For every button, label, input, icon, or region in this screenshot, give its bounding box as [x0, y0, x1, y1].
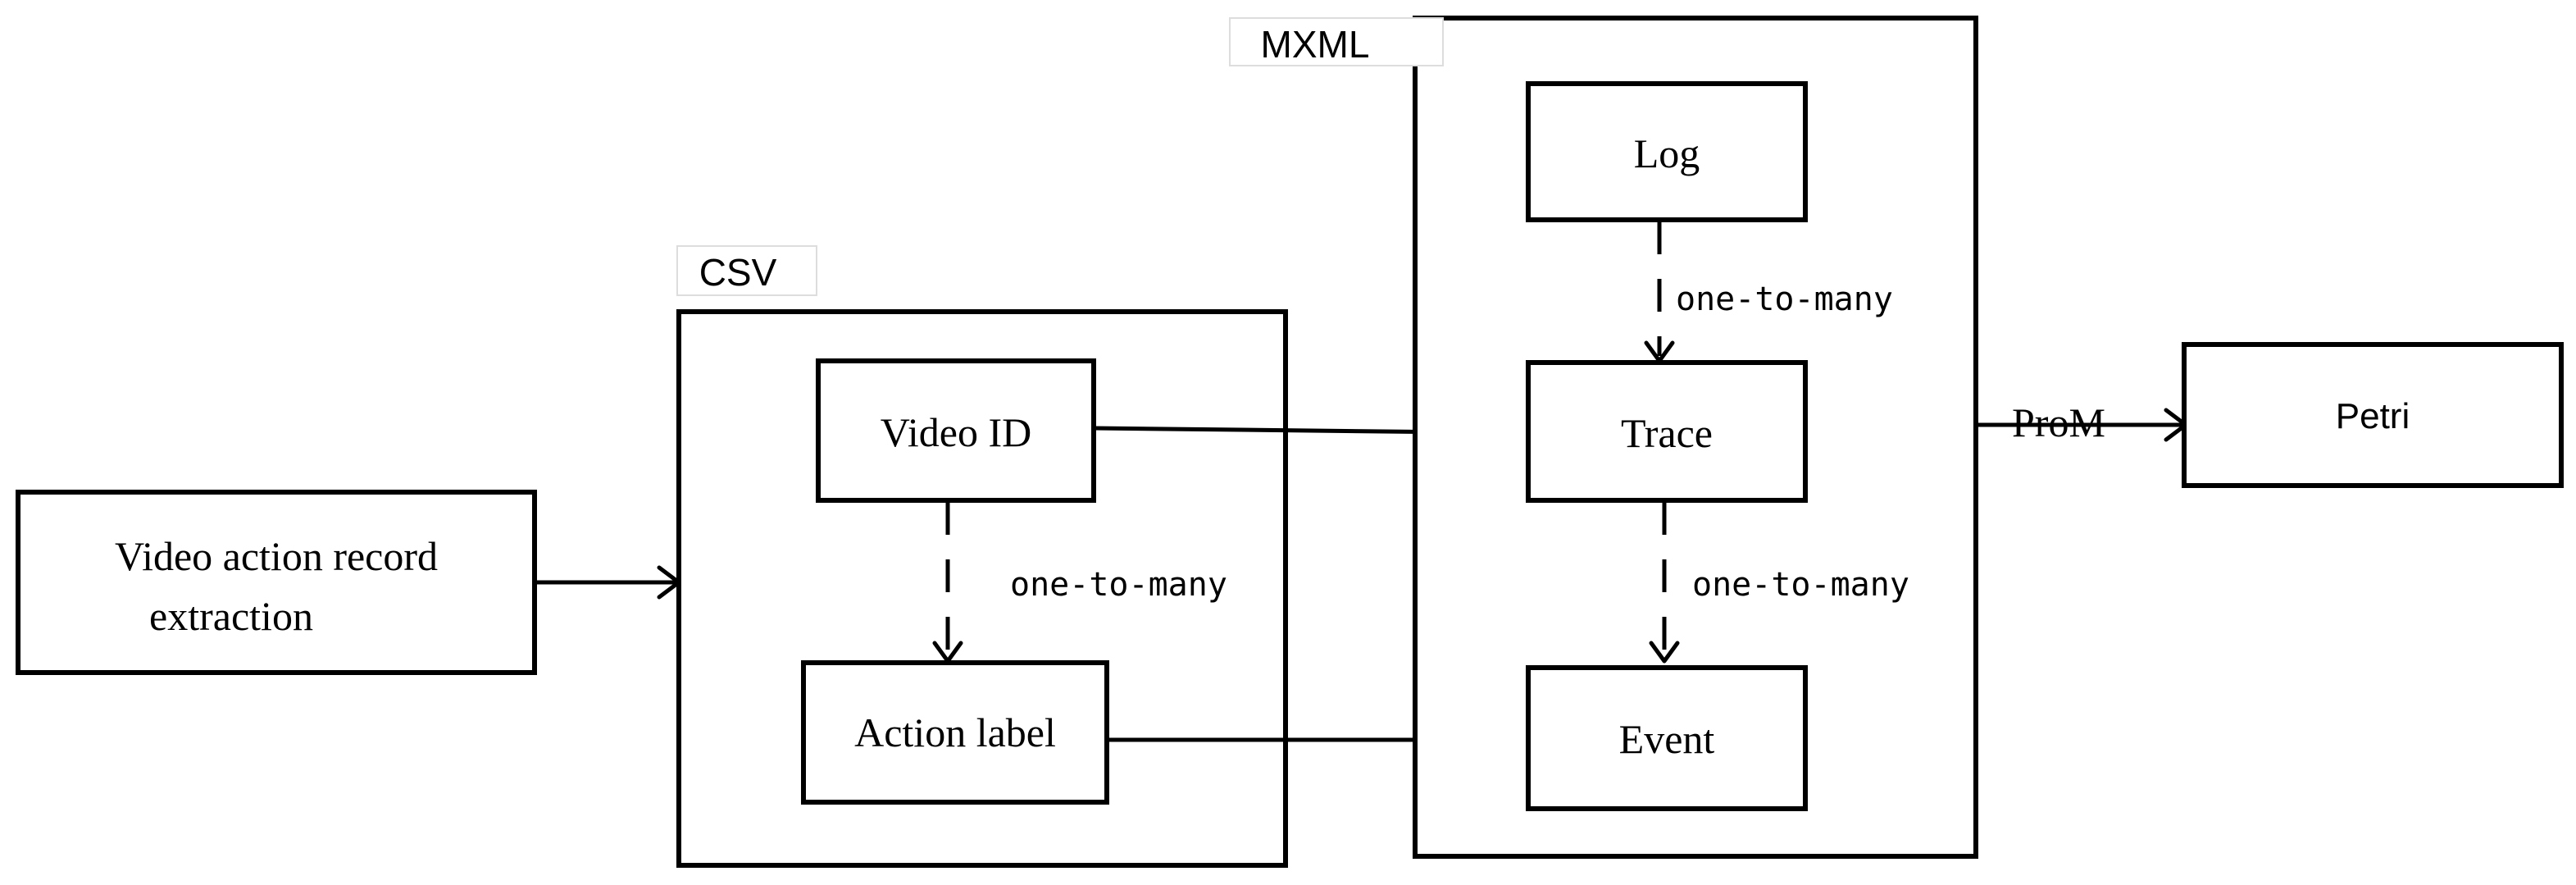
- petri-label: Petri: [2336, 396, 2410, 436]
- video-id-node: Video ID: [816, 358, 1096, 503]
- arrow-source-to-csv: [535, 565, 681, 600]
- dashed-arrow-trace-to-event: [1649, 502, 1680, 664]
- trace-label: Trace: [1621, 410, 1713, 456]
- csv-tag: CSV: [699, 251, 777, 294]
- log-trace-relation-label: one-to-many: [1676, 281, 1893, 318]
- source-label-line2: extraction: [149, 593, 313, 639]
- csv-relation-label: one-to-many: [1010, 566, 1227, 604]
- mxml-tag-background: [1229, 17, 1444, 66]
- video-id-label: Video ID: [881, 409, 1031, 455]
- log-node: Log: [1526, 81, 1808, 222]
- event-node: Event: [1526, 665, 1808, 811]
- prom-label: ProM: [2012, 399, 2105, 445]
- event-label: Event: [1619, 716, 1715, 762]
- action-label-node: Action label: [801, 660, 1109, 805]
- source-node: Video action record extraction: [16, 490, 537, 675]
- log-label: Log: [1634, 130, 1700, 176]
- trace-node: Trace: [1526, 360, 1808, 503]
- csv-tag-background: [676, 245, 817, 296]
- mxml-tag: MXML: [1261, 23, 1370, 66]
- source-label-line1: Video action record: [115, 533, 438, 579]
- action-label-text: Action label: [854, 709, 1056, 755]
- trace-event-relation-label: one-to-many: [1692, 566, 1909, 604]
- petri-node: Petri: [2182, 342, 2564, 488]
